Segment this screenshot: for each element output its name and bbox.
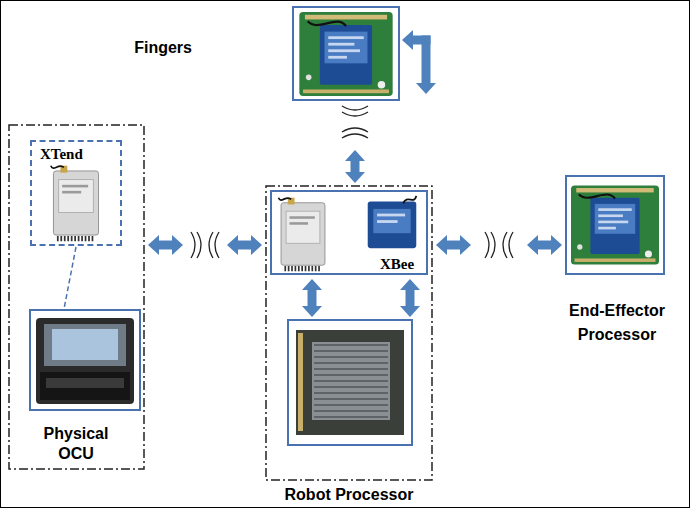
internal-arrow <box>302 279 322 317</box>
dash-dot-outline <box>265 185 433 481</box>
node-label: End-Effector Processor <box>542 299 690 347</box>
circuit-board <box>296 330 404 435</box>
radio-box: XBee <box>270 190 428 275</box>
ocu-laptop-picture <box>30 310 140 410</box>
heatsink-fins <box>314 344 388 418</box>
dash-dot-outline <box>8 124 145 470</box>
radio-wave <box>342 112 368 116</box>
laptop-screen <box>52 329 118 360</box>
block-arrow <box>436 235 471 255</box>
callout-line <box>64 247 76 309</box>
laptop-lid <box>44 324 126 366</box>
heatsink <box>312 342 390 420</box>
wireless-link <box>342 30 436 183</box>
radio-wave <box>503 232 507 258</box>
laptop-case <box>36 318 134 404</box>
node-label: XBee <box>380 255 414 273</box>
radio-wave <box>197 232 201 258</box>
block-arrow <box>527 235 562 255</box>
device-box: Fingers <box>292 6 400 101</box>
xtend-module-picture <box>51 166 99 239</box>
block-arrow <box>148 235 183 255</box>
radio-wave <box>491 232 495 258</box>
node-label: Physical OCU <box>31 424 121 464</box>
radio-wave <box>342 134 368 138</box>
radio-wave <box>191 232 195 258</box>
wireless-link <box>436 232 562 258</box>
block-arrow <box>345 150 365 183</box>
dash-dot-outline <box>266 186 432 480</box>
radio-wave <box>209 232 213 258</box>
module-box: XTend <box>30 140 122 246</box>
wireless-link <box>148 232 262 258</box>
picture-frame <box>288 320 412 445</box>
node-label: Robot Processor <box>255 485 443 505</box>
radio-wave <box>215 232 219 258</box>
processor-board-picture <box>288 320 412 445</box>
processor-box: End-Effector Processor <box>565 175 665 275</box>
block-arrow <box>416 36 436 95</box>
laptop-keyboard <box>46 378 124 388</box>
radio-wave <box>342 128 368 132</box>
picture-frame <box>30 310 140 410</box>
laptop-base <box>40 372 130 400</box>
dash-dot-outline <box>9 125 144 469</box>
radio-wave <box>342 106 368 110</box>
node-label: Fingers <box>32 38 192 58</box>
group-frame: Robot ProcessorXBee <box>265 185 433 481</box>
pin-header <box>298 333 303 431</box>
node-label: XTend <box>40 145 83 163</box>
internal-arrow <box>400 279 420 317</box>
group-frame: Physical OCU XTend <box>8 124 145 470</box>
xtend-module-picture <box>279 198 325 269</box>
radio-wave <box>485 232 489 258</box>
xbee-board-picture <box>571 185 659 264</box>
xbee-module-picture <box>368 196 417 248</box>
radio-wave <box>509 232 513 258</box>
xbee-board-picture <box>299 12 392 96</box>
block-arrow <box>227 235 262 255</box>
